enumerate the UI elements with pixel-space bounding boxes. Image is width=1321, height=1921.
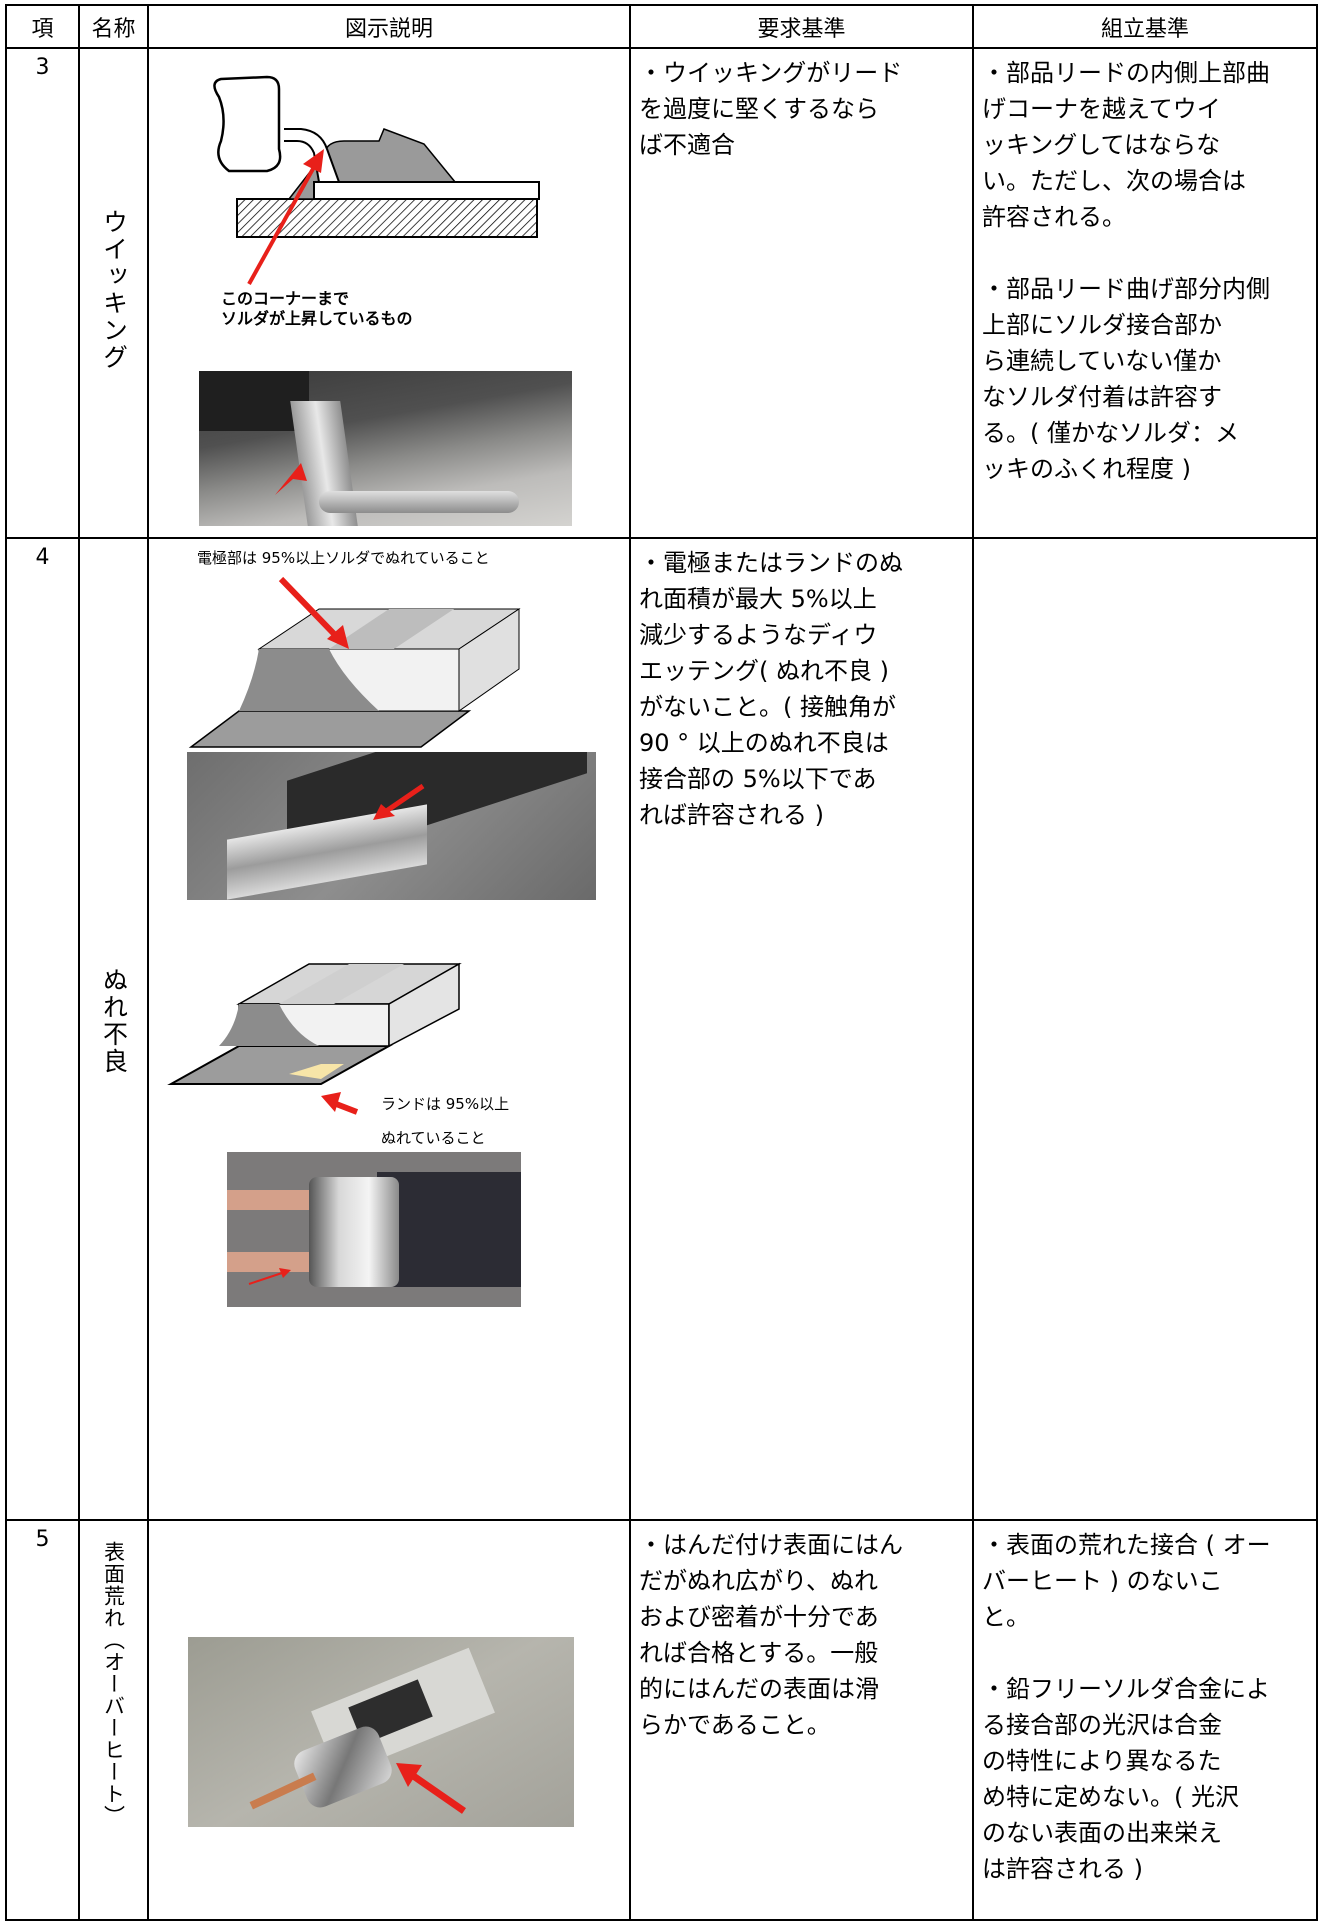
item-name-cell: ぬれ不良	[78, 537, 149, 1521]
red-arrow-icon	[275, 463, 307, 495]
chip-photo-1	[187, 752, 596, 900]
header-requirement: 要求基準	[629, 4, 974, 49]
requirement-cell: ・電極またはランドのぬ れ面積が最大 5%以上 減少するようなディウ エッテング…	[629, 537, 974, 1521]
header-assembly: 組立基準	[972, 4, 1318, 49]
table-row: 5 表面荒れ（オーバーヒート） ・はんだ付け表面にはん だがぬれ広がり、ぬれ お…	[5, 1519, 1318, 1921]
item-number: 5	[5, 1519, 80, 1921]
overheat-photo	[188, 1637, 574, 1827]
wicking-diagram	[213, 75, 540, 285]
table-row: 3 ウイッキング このコーナーまで ソルダが上昇して	[5, 47, 1318, 539]
header-name: 名称	[78, 4, 149, 49]
illustration-cell: このコーナーまで ソルダが上昇しているもの	[147, 47, 631, 539]
table-row: 4 ぬれ不良 電極部は 95%以上ソルダでぬれていること	[5, 537, 1318, 1521]
item-name: ぬれ不良	[99, 967, 129, 1075]
red-arrow-icon	[248, 1268, 291, 1285]
electrode-callout: 電極部は 95%以上ソルダでぬれていること	[197, 549, 490, 567]
red-arrow-icon	[373, 783, 425, 820]
wicking-photo	[199, 371, 572, 526]
land-callout: ランドは 95%以上 ぬれていること	[381, 1095, 510, 1147]
header-illustration: 図示説明	[147, 4, 631, 49]
requirement-cell: ・ウイッキングがリード を過度に堅くするなら ば不適合	[629, 47, 974, 539]
header-no: 項	[5, 4, 80, 49]
item-name-cell: ウイッキング	[78, 47, 149, 539]
inspection-table: 項 名称 図示説明 要求基準 組立基準 3 ウイッキング	[5, 4, 1318, 1921]
assembly-cell: ・表面の荒れた接合 ( オー バーヒート ) のないこ と。 ・鉛フリーソルダ合…	[972, 1519, 1318, 1921]
land-diagram	[167, 962, 462, 1115]
illustration-cell	[147, 1519, 631, 1921]
item-name: 表面荒れ（オーバーヒート）	[101, 1541, 126, 1827]
item-number: 4	[5, 537, 80, 1521]
electrode-diagram	[188, 576, 521, 748]
assembly-cell	[972, 537, 1318, 1521]
item-number: 3	[5, 47, 80, 539]
chip-photo-2	[227, 1152, 521, 1307]
illustration-cell: 電極部は 95%以上ソルダでぬれていること	[147, 537, 631, 1521]
requirement-cell: ・はんだ付け表面にはん だがぬれ広がり、ぬれ および密着が十分であ れば合格とす…	[629, 1519, 974, 1921]
wicking-callout: このコーナーまで ソルダが上昇しているもの	[221, 289, 413, 328]
item-name: ウイッキング	[99, 209, 129, 371]
assembly-cell: ・部品リードの内側上部曲 げコーナを越えてウイ ッキングしてはならな い。ただし…	[972, 47, 1318, 539]
item-name-cell: 表面荒れ（オーバーヒート）	[78, 1519, 149, 1921]
red-arrow-icon	[396, 1763, 466, 1814]
header-row: 項 名称 図示説明 要求基準 組立基準	[5, 4, 1318, 49]
